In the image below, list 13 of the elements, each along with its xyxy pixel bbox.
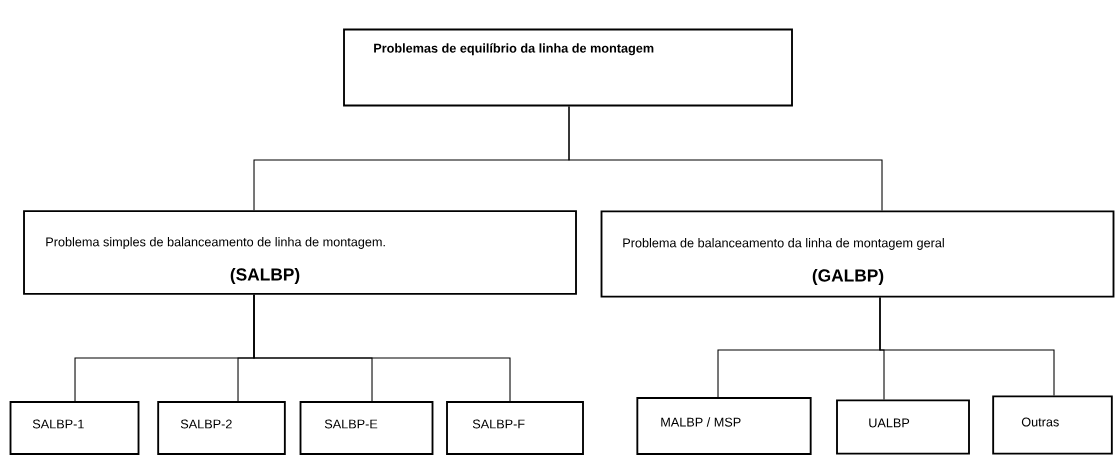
process-box: SALBP-F xyxy=(446,401,584,455)
process-box: SALBP-1 xyxy=(9,401,140,455)
connector-line xyxy=(879,297,1055,396)
connector-line xyxy=(253,294,511,402)
process-box: SALBP-2 xyxy=(157,401,286,455)
process-box: Problema de balanceamento da linha de montagem geral (GALBP) xyxy=(600,210,1115,298)
process-box: MALBP / MSP xyxy=(636,397,812,455)
process-box: Outras xyxy=(992,395,1113,455)
process-box: SALBP-E xyxy=(299,401,434,455)
process-box: UALBP xyxy=(836,399,970,455)
process-box: Problemas de equilíbrio da linha de montagem xyxy=(343,28,793,107)
process-box: Problema simples de balanceamento de linha de montagem. (SALBP) xyxy=(23,210,577,295)
connector-line xyxy=(568,105,883,211)
